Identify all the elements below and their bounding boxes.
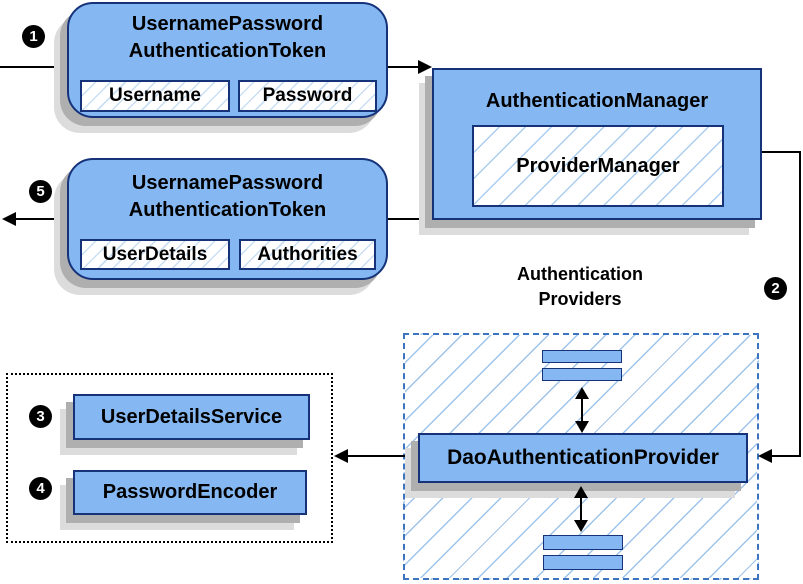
response-token-title: UsernamePassword AuthenticationToken: [69, 170, 386, 224]
authorities-field-box: Authorities: [239, 239, 376, 270]
flow-line-into-providers: [770, 455, 801, 457]
double-arrow-top-down: [575, 421, 589, 433]
request-token-title: UsernamePassword AuthenticationToken: [69, 11, 386, 65]
flow-line-manager-right: [762, 151, 801, 153]
authentication-providers-label: Authentication Providers: [450, 262, 710, 312]
username-password-token-request-node: UsernamePassword AuthenticationToken Use…: [67, 2, 388, 118]
provider-stack-bar-bottom-1: [543, 535, 623, 550]
flow-line-incoming: [0, 66, 67, 68]
username-field-box: Username: [80, 80, 230, 112]
double-arrow-bottom-down: [574, 520, 588, 532]
providers-label-line2: Providers: [538, 289, 622, 309]
provider-manager-box: ProviderManager: [472, 125, 724, 207]
arrowhead-into-providers: [758, 449, 772, 463]
flow-line-manager-to-token: [388, 218, 432, 220]
provider-stack-bar-bottom-2: [543, 555, 623, 570]
flow-line-token-to-manager: [388, 66, 420, 68]
username-password-token-response-node: UsernamePassword AuthenticationToken Use…: [67, 158, 388, 280]
step-2-badge: 2: [764, 277, 787, 300]
flow-line-outgoing: [14, 218, 67, 220]
authentication-manager-node: AuthenticationManager ProviderManager: [432, 68, 762, 220]
request-token-title-line2: AuthenticationToken: [128, 40, 327, 62]
step-1-badge: 1: [22, 25, 45, 48]
double-arrow-bottom-shaft: [580, 495, 582, 523]
arrowhead-into-manager: [418, 60, 432, 74]
response-token-title-line2: AuthenticationToken: [128, 199, 327, 221]
provider-stack-bar-top-1: [542, 350, 622, 363]
password-encoder-node: PasswordEncoder: [73, 470, 307, 515]
response-token-title-line1: UsernamePassword: [131, 172, 324, 194]
dao-authentication-provider-node: DaoAuthenticationProvider: [418, 433, 748, 483]
flow-line-right-vertical: [799, 151, 801, 457]
flow-line-dao-to-services: [346, 455, 418, 457]
user-details-service-node: UserDetailsService: [73, 394, 310, 440]
step-3-badge: 3: [29, 405, 52, 428]
step-4-badge: 4: [29, 477, 52, 500]
userdetails-field-box: UserDetails: [80, 239, 230, 270]
authentication-manager-title: AuthenticationManager: [485, 90, 709, 112]
double-arrow-top-shaft: [581, 396, 583, 424]
request-token-title-line1: UsernamePassword: [131, 13, 324, 35]
arrowhead-outgoing-left: [2, 212, 16, 226]
password-field-box: Password: [238, 80, 377, 112]
double-arrow-top-up: [575, 387, 589, 399]
step-5-badge: 5: [29, 180, 52, 203]
provider-stack-bar-top-2: [542, 368, 622, 381]
providers-label-line1: Authentication: [517, 264, 643, 284]
double-arrow-bottom-up: [574, 486, 588, 498]
arrowhead-into-services: [334, 449, 348, 463]
